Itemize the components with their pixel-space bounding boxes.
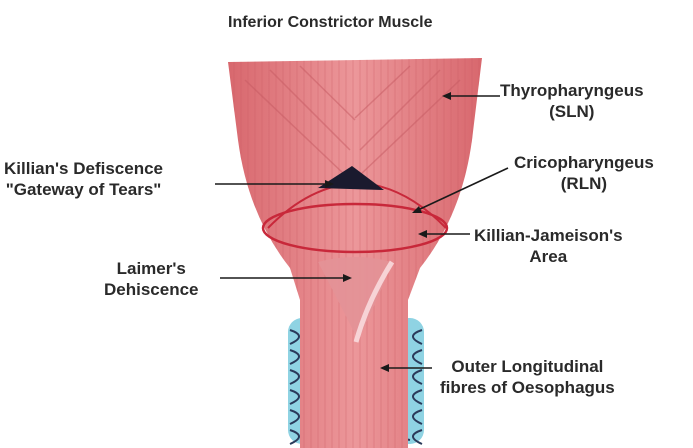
label-killian-jameison-line1: Killian-Jameison's [474, 225, 623, 246]
label-killian-dehiscence-line2: "Gateway of Tears" [4, 179, 163, 200]
label-cricopharyngeus-line1: Cricopharyngeus [514, 152, 654, 173]
label-thyropharyngeus-line2: (SLN) [500, 101, 644, 122]
label-outer-longitudinal-line1: Outer Longitudinal [440, 356, 615, 377]
label-killian-jameison: Killian-Jameison's Area [474, 225, 623, 267]
label-thyropharyngeus-line1: Thyropharyngeus [500, 80, 644, 101]
diagram-title: Inferior Constrictor Muscle [228, 12, 432, 33]
label-killian-dehiscence: Killian's Defiscence "Gateway of Tears" [4, 158, 163, 200]
label-outer-longitudinal-line2: fibres of Oesophagus [440, 377, 615, 398]
label-laimer-line2: Dehiscence [104, 279, 199, 300]
label-cricopharyngeus-line2: (RLN) [514, 173, 654, 194]
label-thyropharyngeus: Thyropharyngeus (SLN) [500, 80, 644, 122]
label-laimer: Laimer's Dehiscence [104, 258, 199, 300]
label-outer-longitudinal: Outer Longitudinal fibres of Oesophagus [440, 356, 615, 398]
label-cricopharyngeus: Cricopharyngeus (RLN) [514, 152, 654, 194]
label-laimer-line1: Laimer's [104, 258, 199, 279]
label-killian-jameison-line2: Area [474, 246, 623, 267]
label-killian-dehiscence-line1: Killian's Defiscence [4, 158, 163, 179]
